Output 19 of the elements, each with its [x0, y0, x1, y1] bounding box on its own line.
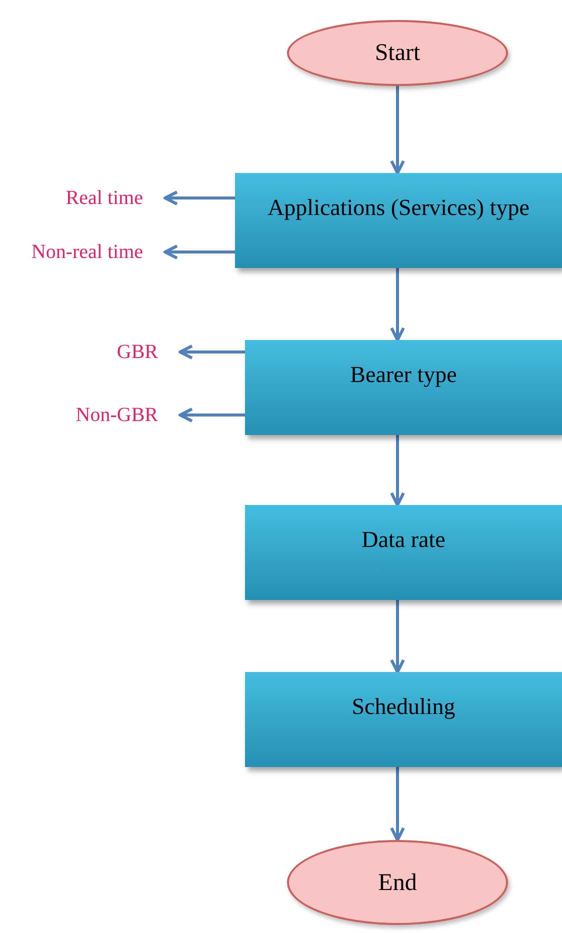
category-label: Non-real time: [0, 237, 165, 267]
arrow: [164, 190, 235, 206]
category-label: Real time: [0, 183, 165, 213]
process-box: Applications (Services) type: [235, 173, 562, 268]
terminal-ellipse: End: [287, 840, 508, 925]
arrow: [178, 344, 245, 360]
arrow: [390, 268, 405, 342]
arrow: [178, 408, 245, 422]
category-label: Non-GBR: [0, 400, 180, 430]
terminal-ellipse: Start: [287, 20, 508, 86]
arrow: [390, 600, 405, 674]
arrow: [390, 767, 405, 842]
process-box: Bearer type: [245, 340, 562, 435]
process-box: Data rate: [245, 505, 562, 600]
process-box: Scheduling: [245, 672, 562, 767]
arrow: [390, 435, 405, 506]
category-label: GBR: [0, 337, 180, 367]
arrow: [390, 86, 405, 174]
arrow: [164, 244, 235, 260]
